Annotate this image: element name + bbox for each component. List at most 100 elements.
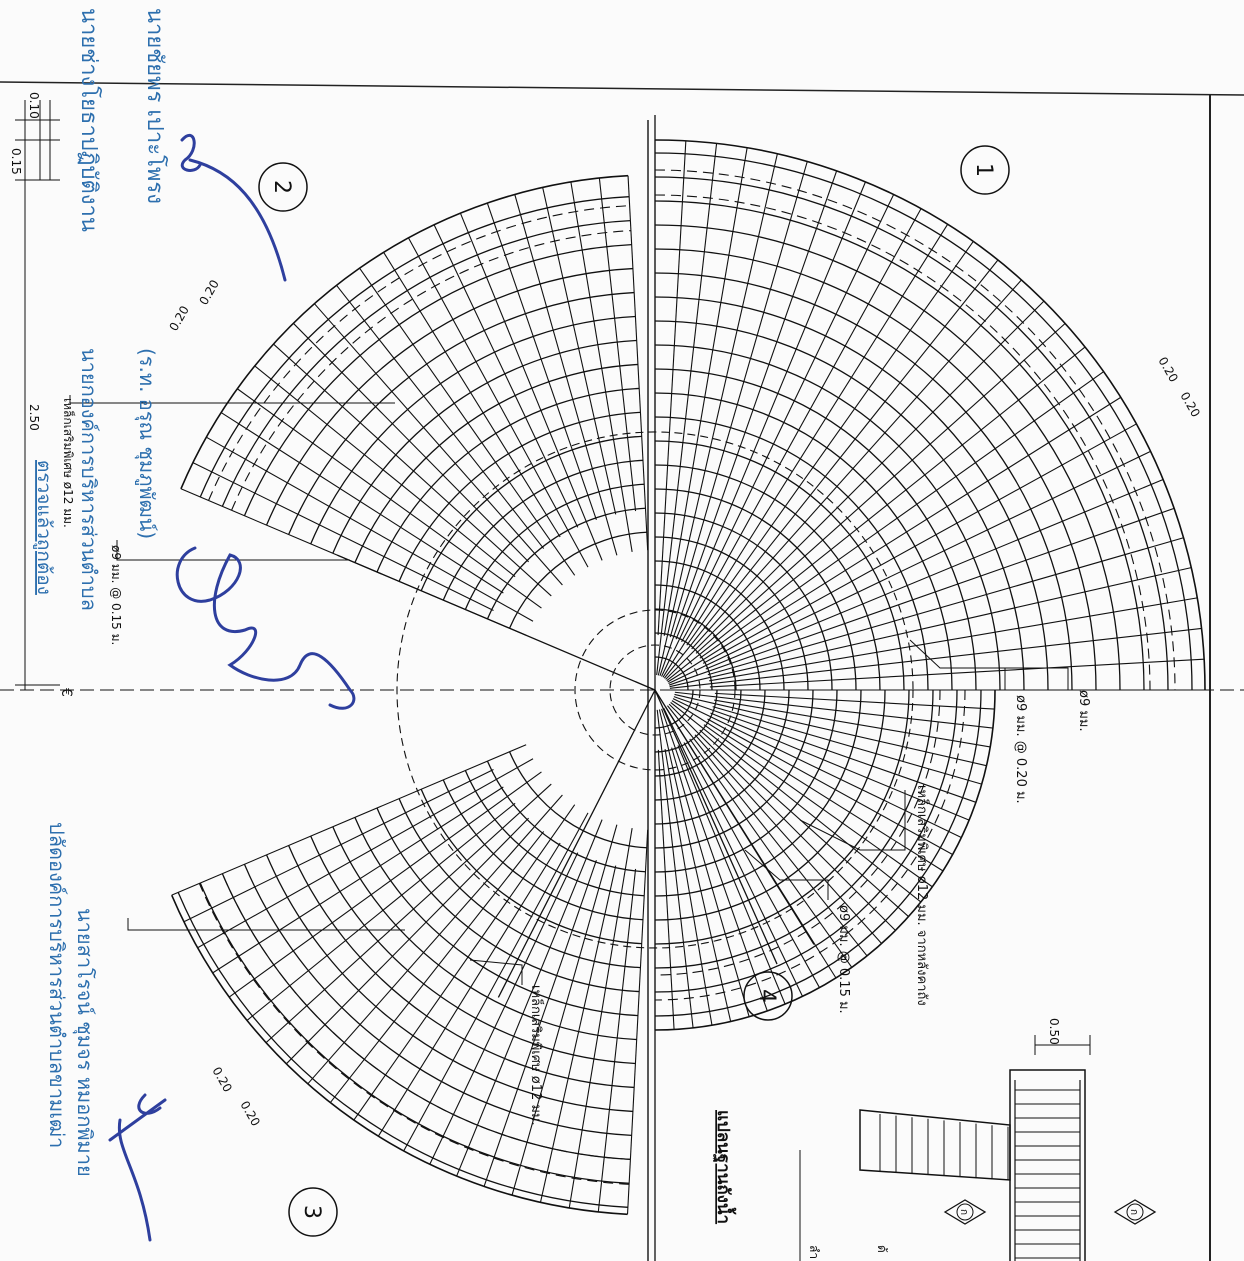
dim-250: 2.50 xyxy=(27,404,41,431)
radial-bar xyxy=(568,828,633,1209)
radial-bar xyxy=(359,267,576,576)
radial-bar xyxy=(407,237,589,568)
radial-bar xyxy=(197,758,534,949)
radial-bar xyxy=(183,768,494,923)
sector-edge xyxy=(180,174,629,490)
radial-bar xyxy=(703,724,933,888)
signature-3 xyxy=(108,1093,167,1242)
radial-bar xyxy=(657,153,778,676)
svg-text:1: 1 xyxy=(971,163,996,177)
section-detail: ก ก แปลนฐานถังน้ำ ลำ ด้ xyxy=(712,1035,1157,1261)
sector-1-marker: 1 xyxy=(960,145,1010,195)
radial-bar xyxy=(710,712,970,821)
inner-dashed-circle xyxy=(574,609,736,771)
radial-bar xyxy=(666,346,1086,682)
radial-bar xyxy=(677,745,786,1005)
radial-bar xyxy=(459,212,603,561)
radial-bar xyxy=(671,700,944,872)
cover-line xyxy=(654,689,941,976)
radial-bar xyxy=(712,706,982,785)
radial-bar xyxy=(714,692,995,710)
sector-edge xyxy=(654,689,996,1031)
signature-2 xyxy=(175,546,356,710)
radial-bar xyxy=(336,284,545,549)
radial-bar xyxy=(674,693,987,767)
extra-12mm-a-label: เหล็กเสริมพิเศษ ø12 มม. xyxy=(528,985,546,1126)
radial-bar xyxy=(663,259,999,679)
radial-bar xyxy=(707,718,953,855)
radial-bar xyxy=(663,707,804,997)
leader-lines xyxy=(15,100,1069,985)
dim-050: 0.50 xyxy=(1047,1018,1061,1045)
radial-bar xyxy=(456,819,603,1177)
radial-bar xyxy=(681,208,922,643)
radial-bar xyxy=(265,783,552,1044)
radial-bar xyxy=(353,804,576,1121)
sector-3-marker: 3 xyxy=(288,1187,338,1237)
svg-text:2: 2 xyxy=(269,180,294,194)
approver-1-name: นายชัยพร เปาะโพรง xyxy=(142,8,168,204)
approver-3-title: ปลัดองค์การบริหารส่วนตำบลขามเฒ่า xyxy=(45,822,69,1148)
approver-1-title: นายช่างโยธาปฏิบัติงาน xyxy=(76,8,102,232)
radial-bar xyxy=(598,177,637,512)
radial-bar xyxy=(667,396,1121,683)
radial-bar xyxy=(672,698,962,839)
radial-bar xyxy=(664,749,713,1026)
section-note-a: ลำ xyxy=(807,1245,821,1259)
section-title: แปลนฐานถังน้ำ xyxy=(712,1110,737,1224)
approver-2-title: นายกองค์การบริหารส่วนตำบล xyxy=(77,348,101,611)
radial-bar xyxy=(329,831,545,1103)
radial-bar xyxy=(377,842,561,1137)
rebar-9mm-015-left-label: ø9 มม. @ 0.15 ม. xyxy=(109,545,123,645)
rebar-9mm-015-right-label: ø9 มม. @ 0.15 ม. xyxy=(836,905,851,1014)
sector-2-marker: 2 xyxy=(258,162,308,212)
signatures xyxy=(108,133,356,1242)
radial-bar xyxy=(689,738,853,968)
approver-3-name: นายสาโรจน์ ชุมจร หมอกพิมาย xyxy=(72,908,97,1177)
radial-bar xyxy=(539,865,617,1203)
approval-stamp-text: ตรวจแล้วถูกต้อง xyxy=(33,460,55,595)
radial-bar xyxy=(220,412,504,594)
radial-bar xyxy=(669,161,808,638)
radial-bar xyxy=(656,143,718,676)
inner-dashed-circle xyxy=(396,431,914,949)
radial-bar xyxy=(657,140,687,636)
dim-015: 0.15 xyxy=(9,148,23,175)
radial-bar xyxy=(714,699,991,748)
radial-bar xyxy=(626,829,649,1215)
radial-bar xyxy=(657,749,675,1030)
radial-bar xyxy=(206,436,534,622)
radial-bar xyxy=(273,343,552,597)
radial-bar xyxy=(597,868,637,1212)
radial-bar xyxy=(683,742,820,988)
radial-bar xyxy=(236,388,542,609)
radial-bar xyxy=(669,567,1192,688)
radial-bar xyxy=(699,371,1104,659)
radial-bar xyxy=(686,241,974,646)
radial-bar xyxy=(228,771,542,998)
radial-bar xyxy=(665,706,837,979)
centerline-symbol: € xyxy=(58,688,74,697)
rebar-9mm-020-label: ø9 มม. @ 0.20 ม. xyxy=(1013,695,1028,804)
diagonal-line xyxy=(497,689,656,998)
radial-bar xyxy=(180,488,527,636)
radial-bar xyxy=(673,696,977,803)
extra-12mm-b-label: เหล็กเสริมพิเศษ ø12 มม. xyxy=(61,398,76,528)
radial-bar xyxy=(486,202,597,520)
radial-bar xyxy=(212,786,504,974)
sector-4-marker: 4 xyxy=(743,971,793,1021)
radial-bar xyxy=(433,224,579,528)
radial-bar xyxy=(662,224,949,678)
radial-bar xyxy=(171,744,527,896)
radial-bar xyxy=(699,729,909,917)
sector-edge xyxy=(654,139,1206,691)
inner-dashed-circle xyxy=(609,644,701,736)
radial-bar xyxy=(709,597,1198,682)
radial-bar xyxy=(691,279,1022,650)
approver-2-name: (ร.ท. อรุณ ชุมภูพัฒน์) xyxy=(134,348,159,539)
radial-bar xyxy=(674,691,993,729)
diagonal-line xyxy=(654,689,778,965)
radial-bar xyxy=(656,709,694,1028)
radial-bar xyxy=(514,194,618,556)
